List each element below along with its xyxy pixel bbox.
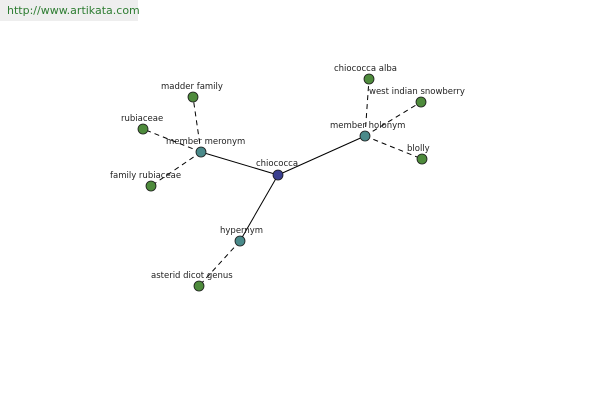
graph-labels: chiococca member meronym member holonym hyp… — [110, 64, 465, 281]
node-label-madder-family[interactable]: madder family — [161, 82, 223, 92]
node-label-hypernym[interactable]: hypernym — [220, 226, 263, 236]
node-label-asterid-dicot-genus[interactable]: asterid dicot genus — [151, 271, 233, 281]
node-hypernym[interactable] — [234, 235, 246, 247]
node-west-indian-snowberry[interactable] — [415, 96, 427, 108]
node-madder-family[interactable] — [187, 91, 199, 103]
graph-nodes — [137, 73, 428, 292]
edge-member-meronym-to-rubiaceae — [142, 128, 202, 153]
edge-chiococca-to-member-meronym — [200, 151, 279, 176]
watermark-bar: http://www.artikata.com — [0, 0, 140, 21]
node-chiococca[interactable] — [272, 169, 284, 181]
edge-member-meronym-to-madder-family — [192, 96, 202, 153]
node-rubiaceae[interactable] — [137, 123, 149, 135]
node-label-rubiaceae[interactable]: rubiaceae — [121, 114, 163, 124]
edge-member-holonym-to-blolly — [364, 135, 423, 160]
node-label-blolly[interactable]: blolly — [407, 144, 430, 154]
watermark-url[interactable]: http://www.artikata.com — [7, 4, 140, 17]
node-label-chiococca-alba[interactable]: chiococca alba — [334, 64, 397, 74]
node-label-member-holonym[interactable]: member holonym — [330, 121, 405, 131]
node-member-holonym[interactable] — [359, 130, 371, 142]
edge-chiococca-to-hypernym — [239, 174, 279, 242]
node-family-rubiaceae[interactable] — [145, 180, 157, 192]
edge-member-holonym-to-chiococca-alba — [364, 78, 370, 137]
node-label-west-indian-snowberry[interactable]: west indian snowberry — [369, 87, 465, 97]
node-blolly[interactable] — [416, 153, 428, 165]
node-label-family-rubiaceae[interactable]: family rubiaceae — [110, 171, 181, 181]
node-label-chiococca[interactable]: chiococca — [256, 159, 298, 169]
edge-member-holonym-to-west-indian-snowberry — [364, 101, 422, 137]
node-chiococca-alba[interactable] — [363, 73, 375, 85]
edge-chiococca-to-member-holonym — [277, 135, 366, 176]
graph-edges — [142, 78, 423, 287]
node-member-meronym[interactable] — [195, 146, 207, 158]
edge-hypernym-to-asterid-dicot-genus — [198, 240, 241, 287]
node-asterid-dicot-genus[interactable] — [193, 280, 205, 292]
edge-member-meronym-to-family-rubiaceae — [150, 151, 202, 187]
node-label-member-meronym[interactable]: member meronym — [166, 137, 245, 147]
